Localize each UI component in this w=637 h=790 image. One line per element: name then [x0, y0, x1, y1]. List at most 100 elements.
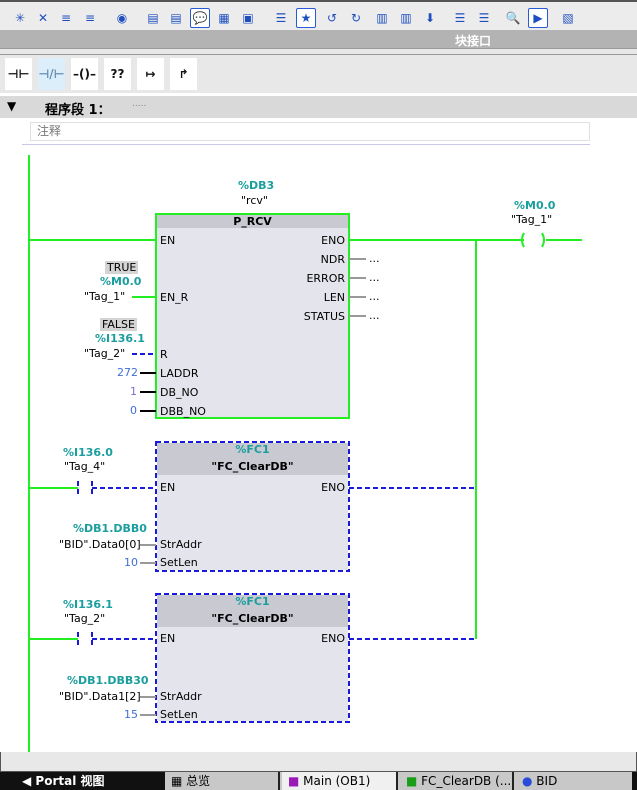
- open-all-networks-icon[interactable]: ▤: [147, 11, 159, 25]
- network-title-text[interactable]: .....: [132, 99, 147, 109]
- monitor2-icon[interactable]: ▥: [400, 11, 412, 25]
- pin-status: STATUS: [303, 310, 345, 323]
- overview-tab[interactable]: ▦ 总览: [165, 772, 280, 790]
- block-number: %FC1: [235, 595, 270, 608]
- block-interface-bar[interactable]: 块接口: [0, 30, 637, 48]
- straddr-1-addr: %DB1.DBB0: [73, 522, 147, 535]
- setlen-2-operand[interactable]: 15: [124, 708, 138, 721]
- download-icon[interactable]: ⬇: [424, 11, 436, 25]
- tab-label: BID: [536, 774, 558, 788]
- r-addr: %I136.1: [95, 332, 145, 345]
- r-operand[interactable]: "Tag_2": [84, 347, 126, 360]
- straddr-2-addr: %DB1.DBB30: [67, 674, 149, 687]
- ob-icon: ■: [288, 774, 304, 788]
- network-title: 程序段 1：: [45, 103, 111, 118]
- coil-operand[interactable]: "Tag_1": [511, 213, 553, 226]
- coil-m0-0: [521, 232, 545, 248]
- pin-error: ERROR: [306, 272, 345, 285]
- splitter[interactable]: [0, 48, 637, 55]
- tag-info-icon[interactable]: ▣: [242, 11, 254, 25]
- ndr-operand[interactable]: ...: [369, 252, 380, 265]
- fc-cleardb-block-1[interactable]: %FC1"FC_ClearDB" EN ENO StrAddr SetLen: [157, 443, 348, 570]
- compare-icon[interactable]: ▧: [562, 11, 574, 25]
- en-r-state: TRUE: [105, 261, 139, 274]
- fc-icon: ■: [406, 774, 422, 788]
- insert-network-icon[interactable]: ✳: [14, 11, 26, 25]
- pin-en: EN: [160, 632, 176, 645]
- portal-view-label: Portal 视图: [35, 774, 105, 788]
- db-no-operand[interactable]: 1: [130, 385, 137, 398]
- db-icon[interactable]: ◉: [116, 11, 128, 25]
- en-r-operand[interactable]: "Tag_1": [84, 290, 126, 303]
- indent-icon[interactable]: ☰: [454, 11, 466, 25]
- comment-icon[interactable]: 💬: [190, 8, 210, 28]
- laddr-operand[interactable]: 272: [117, 366, 138, 379]
- monitor-icon[interactable]: ▥: [376, 11, 388, 25]
- straddr-1-operand[interactable]: "BID".Data0[0]: [59, 538, 141, 551]
- contact-2-operand[interactable]: "Tag_2": [64, 612, 106, 625]
- contact-2-addr: %I136.1: [63, 598, 113, 611]
- tab-bid[interactable]: ● BID: [516, 772, 632, 790]
- search-icon[interactable]: 🔍: [505, 11, 521, 25]
- pin-en: EN: [160, 234, 176, 247]
- tab-label: Main (OB1): [303, 774, 371, 788]
- block-name: "FC_ClearDB": [211, 460, 294, 473]
- len-operand[interactable]: ...: [369, 290, 380, 303]
- nc-contact-icon[interactable]: ⊣/⊢: [38, 58, 65, 90]
- pin-ndr: NDR: [320, 253, 345, 266]
- pin-laddr: LADDR: [160, 367, 199, 380]
- contact-1-operand[interactable]: "Tag_4": [64, 460, 106, 473]
- block-name: "FC_ClearDB": [211, 612, 294, 625]
- p-rcv-block[interactable]: P_RCV EN EN_R R LADDR DB_NO DBB_NO ENO N…: [157, 215, 348, 418]
- close-all-networks-icon[interactable]: ▤: [170, 11, 182, 25]
- pin-eno: ENO: [321, 481, 345, 494]
- instance-db-name[interactable]: "rcv": [241, 194, 268, 207]
- pin-en-r: EN_R: [160, 291, 189, 304]
- favorites-icon[interactable]: ★: [296, 8, 316, 28]
- collapse-icon[interactable]: ▼: [7, 99, 17, 113]
- reset-stop-icon[interactable]: ↻: [350, 11, 362, 25]
- coil-icon[interactable]: –()–: [71, 58, 98, 90]
- absolute-operands-icon[interactable]: ▦: [218, 11, 230, 25]
- monitoring-on-off-icon[interactable]: ▶: [528, 8, 548, 28]
- no-contact-icon[interactable]: ⊣⊢: [5, 58, 32, 90]
- block-interface-label: 块接口: [455, 34, 492, 48]
- network-header[interactable]: ▼ 程序段 1： .....: [0, 96, 637, 118]
- delete-network-icon[interactable]: ✕: [37, 11, 49, 25]
- pin-straddr: StrAddr: [160, 538, 202, 551]
- insert-row-icon[interactable]: ≡: [60, 11, 72, 25]
- pin-r: R: [160, 348, 168, 361]
- coil-addr: %M0.0: [514, 199, 556, 212]
- delete-row-icon[interactable]: ≡: [84, 11, 96, 25]
- overview-icon: ▦: [171, 774, 187, 788]
- portal-view-button[interactable]: ◀ Portal 视图: [0, 772, 165, 790]
- taskbar-end: [632, 772, 637, 790]
- reset-start-icon[interactable]: ↺: [326, 11, 338, 25]
- pin-setlen: SetLen: [160, 556, 198, 569]
- pin-setlen: SetLen: [160, 708, 198, 721]
- network-comment[interactable]: 注释: [30, 122, 590, 141]
- setlen-1-operand[interactable]: 10: [124, 556, 138, 569]
- straddr-2-operand[interactable]: "BID".Data1[2]: [59, 690, 141, 703]
- close-branch-icon[interactable]: ↱: [170, 58, 197, 90]
- network-display-icon[interactable]: ☰: [275, 11, 287, 25]
- tab-main-ob1[interactable]: ■ Main (OB1): [282, 772, 398, 790]
- block-name: P_RCV: [157, 215, 348, 228]
- instruction-favorites: ⊣⊢⊣/⊢–()–??↦↱: [0, 55, 637, 93]
- tab-fc-cleardb[interactable]: ■ FC_ClearDB (...: [400, 772, 514, 790]
- status-operand[interactable]: ...: [369, 309, 380, 322]
- error-operand[interactable]: ...: [369, 271, 380, 284]
- outdent-icon[interactable]: ☰: [478, 11, 490, 25]
- editor-footer: [0, 752, 637, 772]
- tab-label: FC_ClearDB (...: [421, 774, 512, 788]
- overview-label: 总览: [186, 774, 211, 788]
- r-state: FALSE: [100, 318, 137, 331]
- db-icon: ●: [522, 774, 537, 788]
- empty-box-icon[interactable]: ??: [104, 58, 131, 90]
- pin-eno: ENO: [321, 632, 345, 645]
- fc-cleardb-block-2[interactable]: %FC1"FC_ClearDB" EN ENO StrAddr SetLen: [157, 595, 348, 721]
- dbb-no-operand[interactable]: 0: [130, 404, 137, 417]
- open-branch-icon[interactable]: ↦: [137, 58, 164, 90]
- en-r-addr: %M0.0: [100, 275, 142, 288]
